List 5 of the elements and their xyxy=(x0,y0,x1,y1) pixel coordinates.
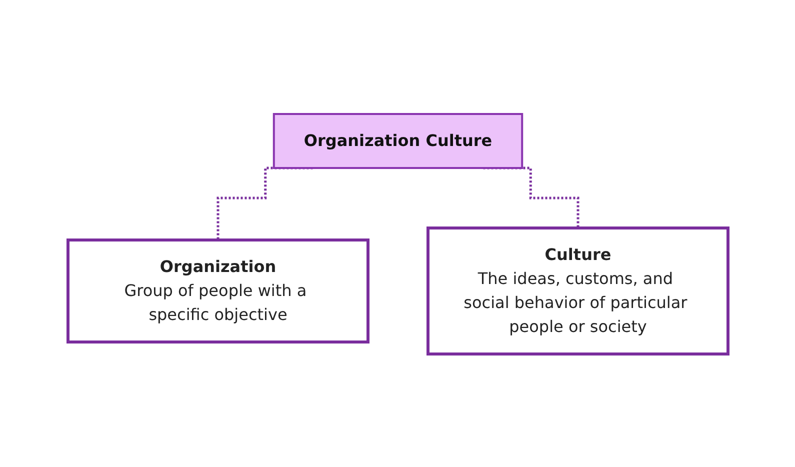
node-box xyxy=(272,112,523,168)
node-box xyxy=(426,226,729,355)
node-box xyxy=(66,238,369,343)
connector xyxy=(216,166,312,241)
connector xyxy=(482,166,579,229)
